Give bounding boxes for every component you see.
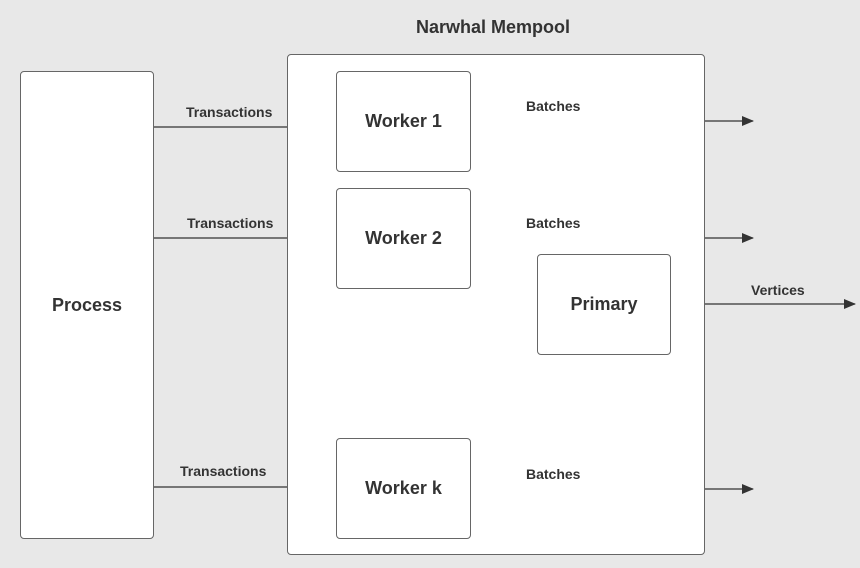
worker-k-box: Worker k xyxy=(336,438,471,539)
worker-k-input-label: Transactions xyxy=(180,463,267,479)
worker-2-input-label: Transactions xyxy=(187,215,274,231)
worker-2-box: Worker 2 xyxy=(336,188,471,289)
worker-k-label: Worker k xyxy=(365,478,442,498)
worker-1-label: Worker 1 xyxy=(365,111,442,131)
diagram-title: Narwhal Mempool xyxy=(416,17,571,37)
process-label: Process xyxy=(51,294,123,315)
process-box: Process xyxy=(20,71,154,539)
worker-2-output-label: Batches xyxy=(526,215,581,231)
primary-label: Primary xyxy=(570,294,638,314)
worker-1-box: Worker 1 xyxy=(336,71,471,172)
primary-box: Primary xyxy=(537,254,671,355)
worker-2-label: Worker 2 xyxy=(365,228,442,248)
worker-k-output-label: Batches xyxy=(526,466,581,482)
worker-1-input-label: Transactions xyxy=(186,104,273,120)
worker-1-output-label: Batches xyxy=(526,98,581,114)
primary-output-label: Vertices xyxy=(751,282,805,298)
